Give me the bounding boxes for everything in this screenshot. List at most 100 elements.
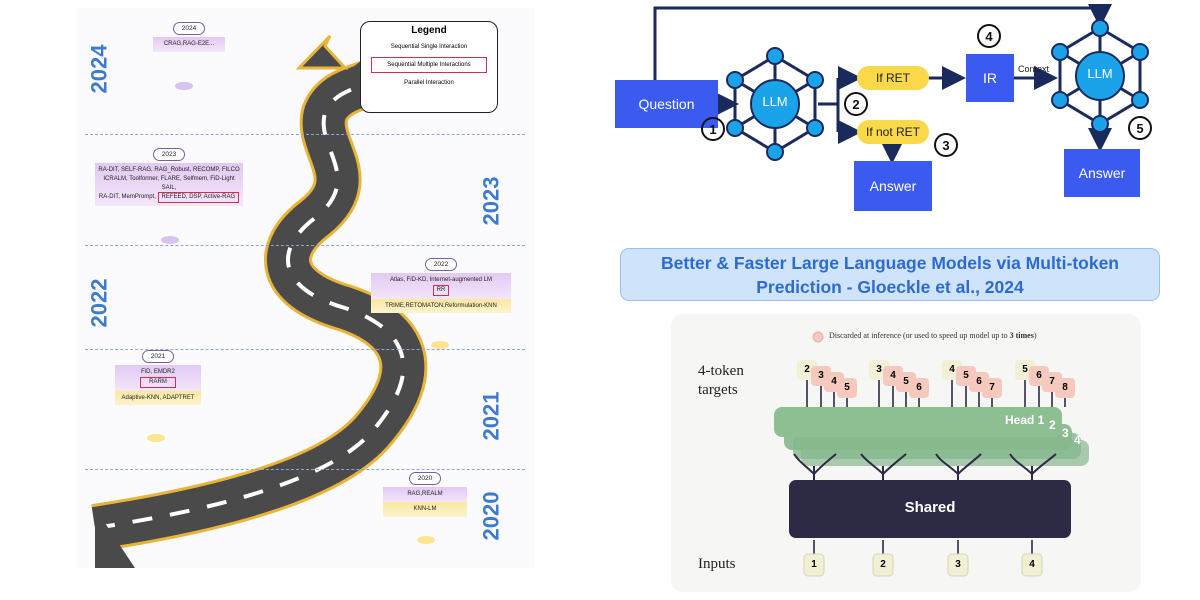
answer-box-2: Answer <box>1064 149 1140 197</box>
road-illustration <box>91 34 428 568</box>
question-box: Question <box>615 80 718 128</box>
card-text: FiD, EMDR2 <box>141 369 175 376</box>
head-1 <box>774 407 1062 437</box>
card-2020: 2020 RAG,REALM KNN-LM <box>383 472 467 517</box>
head-to-target-stems <box>806 380 1066 407</box>
card-year: 2024 <box>172 22 206 36</box>
card-text: RA-DIT, SELF-RAG, RAG_Robust, RECOMP, FI… <box>98 167 240 174</box>
discarded-note-bold: 3 times <box>1009 331 1034 340</box>
highlighted-card-text: REFEED, DSP, Active-RAG <box>157 192 240 204</box>
input-tokens <box>803 553 1043 577</box>
highlighted-card-text: RR <box>432 285 450 296</box>
year-label-2021: 2021 <box>478 391 504 441</box>
timeline-pin <box>175 82 193 90</box>
separator <box>85 469 525 470</box>
timeline-pin <box>147 434 165 442</box>
step-badge-5: 5 <box>1128 116 1152 140</box>
multi-token-figure: Discarded at inference (or used to speed… <box>671 314 1141 592</box>
banner-line-1: Better & Faster Large Language Models vi… <box>661 252 1119 273</box>
targets-label-line-1: 4-token <box>698 363 744 379</box>
card-year: 2020 <box>408 472 442 486</box>
discarded-note: Discarded at inference (or used to speed… <box>829 331 1037 340</box>
target-token: 4 <box>890 370 896 381</box>
head-number-2: 2 <box>1049 418 1056 432</box>
target-token: 6 <box>916 382 922 393</box>
legend-item-sequential-single: Sequential Single Interaction <box>390 44 468 50</box>
timeline-pin <box>417 536 435 544</box>
separator <box>85 134 525 135</box>
context-label: Context <box>1018 64 1050 74</box>
card-text: TRIME,RETOMATON,Reformulation-KNN <box>371 298 511 314</box>
step-badge-3: 3 <box>934 133 958 157</box>
target-token: 5 <box>844 382 850 393</box>
if-not-ret-pill: If not RET <box>857 120 929 144</box>
card-2021: 2021 FiD, EMDR2 RARM Adaptive-KNN, ADAPT… <box>115 350 201 406</box>
rag-timeline-panel: 2024 2023 2022 2021 2020 2024 CRAG,RAG-E… <box>75 8 535 568</box>
banner-line-2: Prediction - Gloeckle et al., 2024 <box>756 276 1024 297</box>
head-number-4: 4 <box>1074 433 1081 447</box>
ir-box: IR <box>966 54 1014 102</box>
target-token: 4 <box>949 364 955 375</box>
card-year: 2022 <box>424 258 458 272</box>
discarded-legend-dot <box>812 331 824 343</box>
if-ret-pill: If RET <box>857 66 929 90</box>
target-token: 3 <box>876 364 882 375</box>
head-label: Head 1 <box>1005 413 1045 427</box>
separator <box>85 349 525 350</box>
timeline-pin <box>431 341 449 349</box>
year-label-2024: 2024 <box>86 44 112 94</box>
target-token: 3 <box>818 370 824 381</box>
legend-title: Legend <box>411 25 447 36</box>
year-label-2023: 2023 <box>478 176 504 226</box>
input-token: 4 <box>1029 559 1035 570</box>
target-token: 6 <box>976 376 982 387</box>
target-token: 5 <box>1022 364 1028 375</box>
rag-flow-connectors <box>653 4 1149 164</box>
discarded-note-text: Discarded at inference (or used to speed… <box>829 331 1010 340</box>
llm-label-2: LLM <box>1087 66 1113 81</box>
target-tokens <box>797 360 1075 398</box>
input-token: 2 <box>880 559 886 570</box>
card-text: ICRALM, Toolformer, FLARE, Selfmem, FiD-… <box>103 176 235 191</box>
legend-item-parallel: Parallel Interaction <box>404 80 454 86</box>
step-badge-1: 1 <box>701 117 725 141</box>
discarded-note-suffix: ) <box>1033 331 1037 340</box>
llm-network-2 <box>1051 19 1149 133</box>
targets-label: 4-token targets <box>698 362 744 400</box>
card-year: 2021 <box>141 350 175 364</box>
shared-to-head-branches <box>793 453 1057 482</box>
llm-label-1: LLM <box>762 94 788 109</box>
card-text: Atlas, FiD-KD, Internet-augmented LM <box>389 277 493 284</box>
timeline-legend: Legend Sequential Single Interaction Seq… <box>360 21 498 113</box>
card-year: 2023 <box>152 148 186 162</box>
card-text: Adaptive-KNN, ADAPTRET <box>115 390 201 406</box>
legend-item-sequential-multiple: Sequential Multiple Interactions <box>371 57 487 73</box>
card-text: CRAG,RAG-E2E... <box>153 37 225 53</box>
target-token: 2 <box>804 364 810 375</box>
card-2023: 2023 RA-DIT, SELF-RAG, RAG_Robust, RECOM… <box>95 148 243 207</box>
mtp-drawing <box>774 331 1089 577</box>
separator <box>85 245 525 246</box>
head-number-3: 3 <box>1062 426 1069 440</box>
inputs-label: Inputs <box>698 556 736 572</box>
timeline-pin <box>161 236 179 244</box>
target-token: 7 <box>989 382 995 393</box>
card-text: RAG,REALM <box>383 487 467 503</box>
llm-network-1 <box>726 47 824 161</box>
input-token: 3 <box>955 559 961 570</box>
target-token: 5 <box>963 370 969 381</box>
target-token: 7 <box>1049 376 1055 387</box>
shared-label: Shared <box>904 499 956 516</box>
target-token: 5 <box>903 376 909 387</box>
year-label-2022: 2022 <box>86 278 112 328</box>
shared-block <box>789 480 1071 538</box>
answer-box-1: Answer <box>854 161 932 211</box>
input-token: 1 <box>811 559 817 570</box>
step-badge-2: 2 <box>844 92 868 116</box>
paper-title-banner: Better & Faster Large Language Models vi… <box>620 248 1160 301</box>
card-2024: 2024 CRAG,RAG-E2E... <box>153 22 225 53</box>
input-stems <box>813 540 1033 554</box>
target-token: 4 <box>831 376 837 387</box>
card-text: KNN-LM <box>383 502 467 517</box>
card-text: RA-DIT, MemPrompt, <box>98 194 156 201</box>
